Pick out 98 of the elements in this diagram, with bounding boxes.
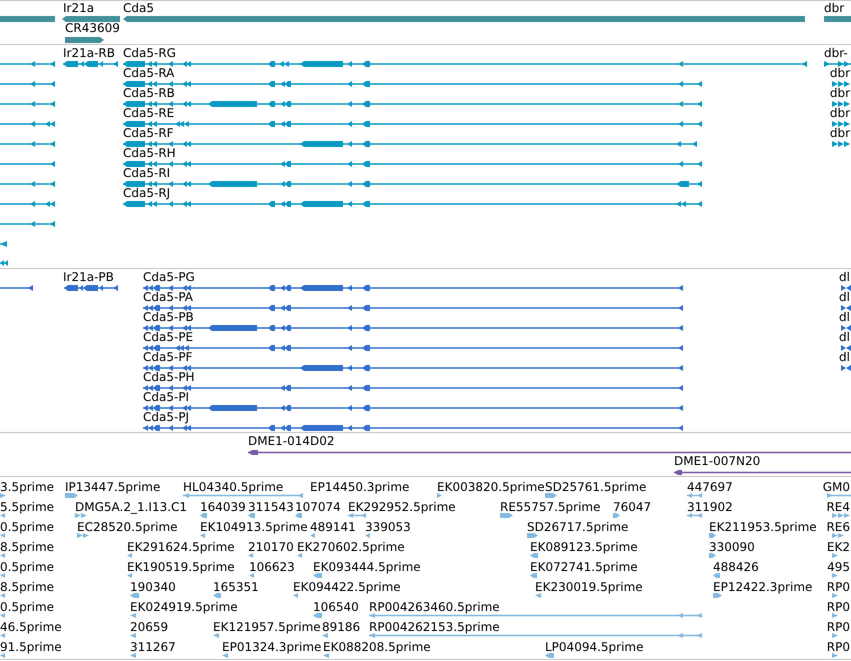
transcript-label: Cda5-RJ — [123, 187, 170, 199]
est-label: RP0 — [826, 620, 850, 632]
est-label: 447697 — [687, 480, 733, 492]
est-label: EK094422.5prime — [293, 580, 401, 592]
est-label: EK093444.5prime — [313, 560, 421, 572]
est-label: HL04340.5prime — [183, 480, 284, 492]
est-label: EK291624.5prime — [127, 540, 235, 552]
est-label: RE55757.5prime — [500, 500, 600, 512]
est-label: 495 — [827, 560, 850, 572]
est-label: EK292952.5prime — [348, 500, 456, 512]
est-label: 8.5prime — [0, 540, 54, 552]
transcript-label: Cda5-RF — [123, 127, 174, 139]
est-label: 5.5prime — [0, 500, 54, 512]
est-label: DMG5A.2_1.I13.C1 — [75, 500, 188, 512]
est-label: 489141 — [310, 520, 356, 532]
est-label: SD26717.5prime — [527, 520, 628, 532]
est-label: 311543 — [248, 500, 294, 512]
est-label: GM0 — [822, 480, 850, 492]
transcript-label: dbr — [830, 107, 850, 119]
est-label: 106540 — [313, 600, 359, 612]
protein-label: dl — [839, 291, 850, 303]
protein-label: Cda5-PJ — [143, 411, 190, 423]
est-label: RP0 — [826, 640, 850, 652]
est-label: 91.5prime — [0, 640, 62, 652]
protein-label: dl — [839, 331, 850, 343]
transcript-label: dbr — [830, 87, 850, 99]
est-label: EK089123.5prime — [530, 540, 638, 552]
protein-label: dl — [839, 271, 850, 283]
est-label: EK2 — [826, 540, 850, 552]
transcript-label: dbr — [830, 67, 850, 79]
transcript-label: Cda5-RH — [123, 147, 176, 159]
est-label: 330090 — [709, 540, 755, 552]
est-label: EK088208.5prime — [323, 640, 431, 652]
est-label: 0.5prime — [0, 520, 54, 532]
protein-label: Cda5-PB — [143, 311, 194, 323]
protein-label: Cda5-PG — [143, 271, 195, 283]
est-label: 106623 — [249, 560, 295, 572]
est-label: EP12422.3prime — [713, 580, 812, 592]
est-label: EK270602.5prime — [297, 540, 405, 552]
est-label: 165351 — [213, 580, 259, 592]
est-label: 89186 — [322, 620, 360, 632]
est-label: 190340 — [130, 580, 176, 592]
est-label: RP0 — [826, 600, 850, 612]
est-label: EK024919.5prime — [130, 600, 238, 612]
est-label: RP0 — [826, 580, 850, 592]
est-label: 311902 — [687, 500, 733, 512]
est-label: EK104913.5prime — [200, 520, 308, 532]
est-label: EK121957.5prime — [213, 620, 321, 632]
est-label: RE4 — [826, 500, 850, 512]
est-label: 210170 — [248, 540, 294, 552]
transcript-label: Cda5-RE — [123, 107, 174, 119]
protein-label: dl — [839, 351, 850, 363]
est-label: 0.5prime — [0, 600, 54, 612]
gene-label: Ir21a — [63, 2, 94, 14]
gene-label: CR43609 — [65, 22, 120, 34]
est-label: LP04094.5prime — [545, 640, 644, 652]
est-label: EK190519.5prime — [127, 560, 235, 572]
est-label: 46.5prime — [0, 620, 62, 632]
est-label: EP01324.3prime — [222, 640, 322, 652]
est-label: 8.5prime — [0, 580, 54, 592]
transcript-label: Cda5-RA — [123, 67, 174, 79]
est-label: EP14450.3prime — [310, 480, 410, 492]
est-label: RP004263460.5prime — [369, 600, 500, 612]
transcript-label: Cda5-RG — [123, 47, 176, 59]
est-label: EK072741.5prime — [530, 560, 638, 572]
est-label: 107074 — [295, 500, 341, 512]
est-label: 76047 — [613, 500, 652, 512]
transcript-label: Ir21a-RB — [63, 47, 115, 59]
est-label: RE6 — [826, 520, 850, 532]
est-label: 3.5prime — [0, 480, 54, 492]
est-label: SD25761.5prime — [545, 480, 646, 492]
est-label: 311267 — [130, 640, 176, 652]
gene-label: dbr — [824, 2, 844, 14]
clone-label: DME1-007N20 — [674, 455, 760, 467]
est-label: EC28520.5prime — [77, 520, 178, 532]
est-label: 164039 — [200, 500, 246, 512]
est-label: IP13447.5prime — [65, 480, 160, 492]
est-label: 0.5prime — [0, 560, 54, 572]
protein-label: dl — [839, 311, 850, 323]
transcript-label: dbr — [830, 127, 850, 139]
est-label: EK003820.5prime — [437, 480, 545, 492]
protein-label: Cda5-PA — [143, 291, 193, 303]
protein-label: Cda5-PF — [143, 351, 192, 363]
est-label: EK211953.5prime — [709, 520, 817, 532]
protein-label: Ir21a-PB — [63, 271, 114, 283]
protein-label: Cda5-PH — [143, 371, 195, 383]
transcript-label: dbr- — [824, 47, 848, 59]
est-label: 339053 — [365, 520, 411, 532]
est-label: 20659 — [130, 620, 168, 632]
transcript-label: Cda5-RI — [123, 167, 170, 179]
est-label: EK230019.5prime — [535, 580, 643, 592]
gene-label: Cda5 — [123, 2, 154, 14]
transcript-label: Cda5-RB — [123, 87, 175, 99]
est-label: 488426 — [713, 560, 759, 572]
protein-label: Cda5-PI — [143, 391, 190, 403]
est-label: RP004262153.5prime — [369, 620, 500, 632]
protein-label: Cda5-PE — [143, 331, 194, 343]
clone-label: DME1-014D02 — [248, 435, 335, 447]
